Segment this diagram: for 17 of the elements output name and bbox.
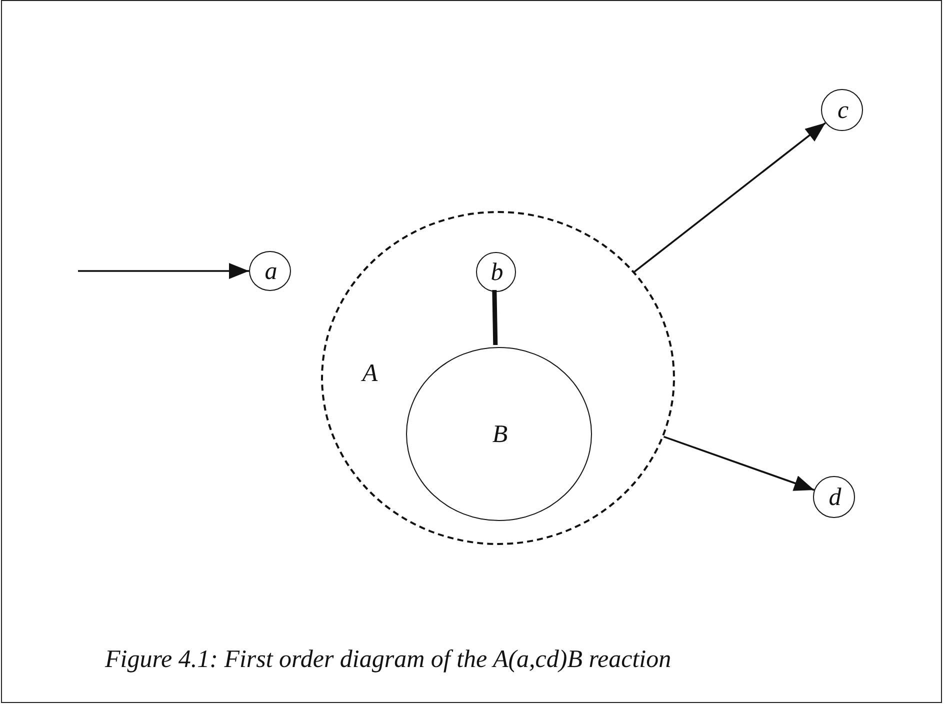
node-label: b: [490, 260, 504, 286]
circle-node: [406, 347, 592, 521]
node-label: a: [264, 259, 278, 285]
node-label: d: [828, 485, 842, 511]
figure-caption: Figure 4.1: First order diagram of the A(a,cd)B reaction: [105, 646, 672, 674]
node-label: A: [362, 361, 378, 387]
arrow: [663, 436, 814, 491]
circle-node: [476, 252, 516, 292]
arrow: [634, 122, 826, 272]
node-label: c: [837, 98, 849, 124]
circle-node: [821, 89, 863, 131]
node-label: B: [492, 422, 508, 448]
circle-node: [249, 251, 291, 291]
dashed-circle: [321, 211, 675, 545]
circle-node: [813, 476, 855, 518]
connector-line: [492, 290, 498, 346]
arrow: [78, 263, 249, 279]
